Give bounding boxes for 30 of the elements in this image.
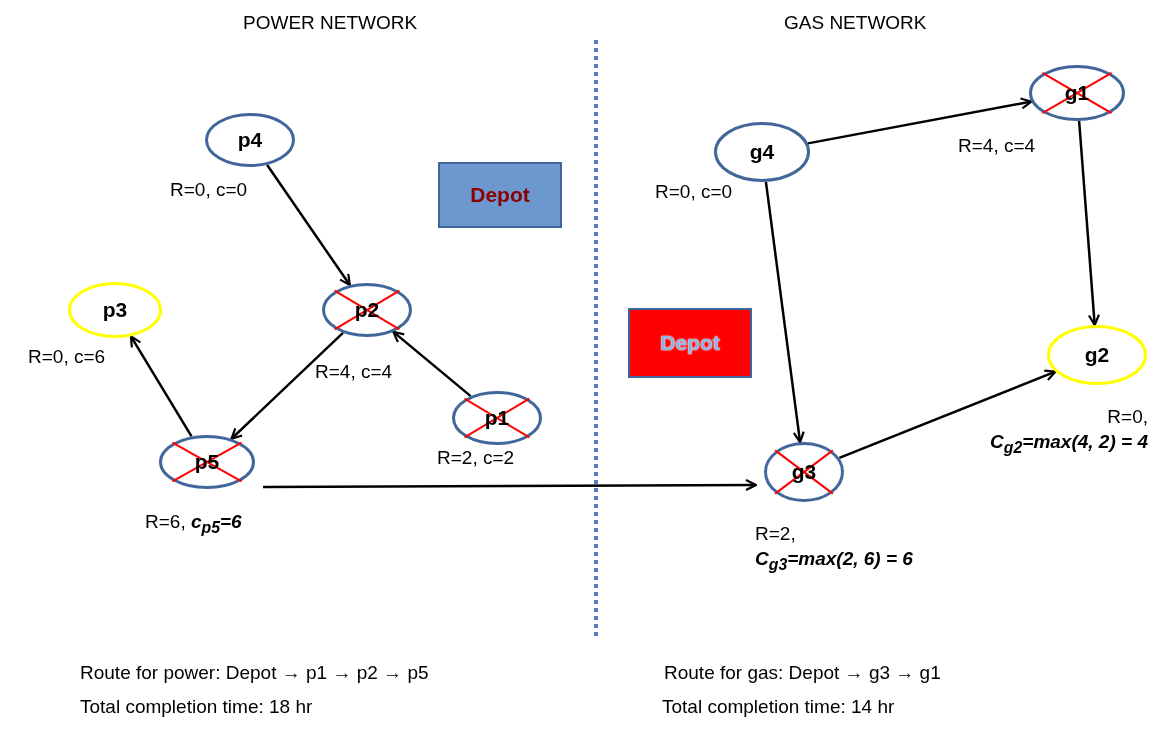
depot-box: Depot [628, 308, 752, 378]
route-text: Route for power: Depot → p1 → p2 → p5 [80, 662, 429, 684]
node-annotation: R=2, c=2 [437, 446, 515, 470]
node-annotation: R=4, c=4 [315, 360, 393, 384]
node-ellipse: g4 [714, 122, 810, 182]
node-annotation: R=0, c=0 [655, 180, 733, 204]
node-annotation: R=0, c=6 [28, 345, 106, 369]
arrow [263, 478, 758, 492]
node-annotation: R=0, c=0 [170, 178, 248, 202]
node-annotation: R=6, c$_{p5}$=6 [145, 510, 242, 538]
arrow [807, 97, 1033, 145]
node-annotation: R=2, C$_{g3}$=max(2, 6) = 6 [755, 522, 913, 575]
network-heading: GAS NETWORK [784, 12, 927, 34]
network-heading: POWER NETWORK [243, 12, 418, 34]
arrow [1077, 120, 1101, 327]
arrow [129, 335, 193, 438]
arrow [392, 330, 472, 398]
node-ellipse: g2 [1047, 325, 1147, 385]
arrow [266, 164, 351, 287]
node-ellipse: p3 [68, 282, 162, 338]
depot-box: Depot [438, 162, 562, 228]
node-annotation: R=0, C$_{g2}$=max(4, 2) = 4 [990, 405, 1148, 458]
node-annotation: R=4, c=4 [958, 134, 1036, 158]
route-text: Route for gas: Depot → g3 → g1 [664, 662, 941, 684]
arrow [838, 369, 1057, 460]
arrow [230, 331, 344, 440]
completion-time-text: Total completion time: 14 hr [662, 696, 895, 718]
arrow [764, 181, 805, 444]
completion-time-text: Total completion time: 18 hr [80, 696, 313, 718]
node-ellipse: p4 [205, 113, 295, 167]
